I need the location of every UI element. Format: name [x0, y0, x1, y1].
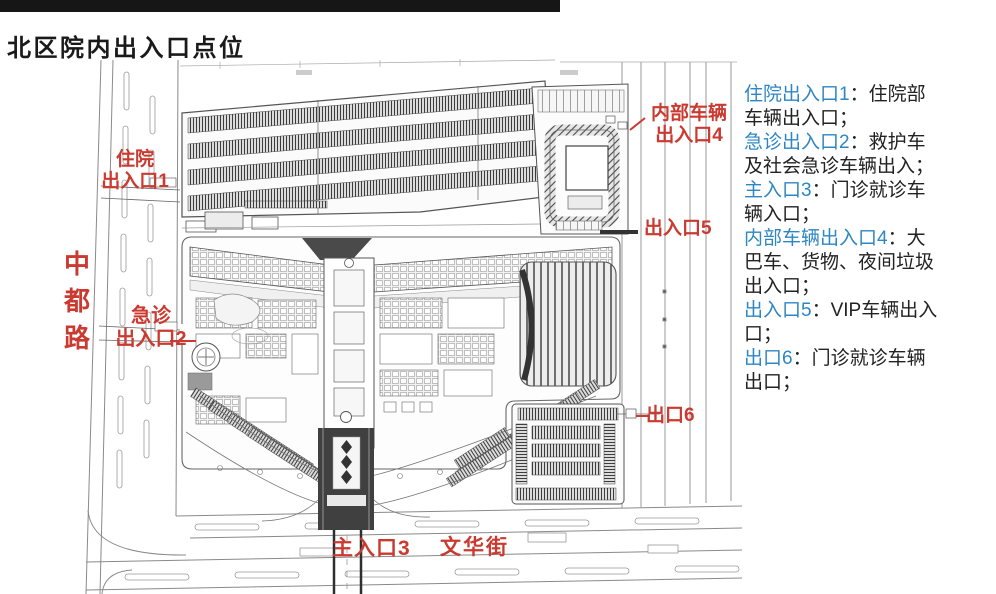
legend-entry-gate1: 住院出入口1：住院部车辆出入口； [744, 83, 940, 131]
south-road [85, 505, 743, 591]
west-road-lane-dashes [116, 71, 156, 489]
legend-desc: ：门诊就诊车辆入口； [744, 180, 926, 225]
hospital-complex [177, 236, 621, 470]
legend-entry-gate6: 出口6：门诊就诊车辆出口； [744, 347, 940, 395]
southeast-parking-block [511, 403, 625, 505]
map-label-gate4: 内部车辆 出入口4 [650, 103, 727, 147]
legend-label: 主入口3 [744, 180, 812, 201]
main-entrance-axis [261, 411, 431, 594]
legend-label: 内部车辆出入口4 [744, 228, 888, 249]
gate-marks [98, 117, 660, 419]
west-road [85, 59, 187, 594]
legend-entry-gate4: 内部车辆出入口4：大巴车、货物、夜间垃圾出入口； [744, 227, 940, 299]
map-label-gate6: 出口6 [646, 405, 695, 426]
map-label-gate5: 出入口5 [644, 218, 712, 239]
map-label-street-south: 文华街 [440, 536, 509, 559]
map-label-gate1: 住院 出入口1 [101, 149, 169, 193]
legend-entry-gate5: 出入口5：VIP车辆出入口； [744, 299, 940, 347]
legend-label: 住院出入口1 [744, 84, 850, 105]
page-title: 北区院内出入口点位 [7, 35, 246, 62]
dimension-lines [179, 59, 737, 75]
legend-desc: ：住院部车辆出入口； [744, 84, 926, 129]
legend-desc: ：大巴车、货物、夜间垃圾出入口； [744, 228, 935, 297]
map-label-gate2: 急诊 出入口2 [115, 305, 187, 351]
legend: 住院出入口1：住院部车辆出入口； 急诊出入口2：救护车及社会急诊车辆出入； 主入… [744, 83, 940, 395]
northwest-parking-block [181, 80, 553, 233]
northeast-service-block [531, 83, 629, 235]
top-black-bar [0, 0, 560, 12]
legend-label: 出口6 [744, 348, 793, 369]
map-label-road-west: 中 都 路 [63, 249, 90, 353]
legend-entry-gate2: 急诊出入口2：救护车及社会急诊车辆出入； [744, 131, 940, 179]
legend-desc: ：门诊就诊车辆出口； [744, 348, 926, 393]
legend-label: 出入口5 [744, 300, 812, 321]
legend-entry-gate3: 主入口3：门诊就诊车辆入口； [744, 179, 940, 227]
map-label-gate3: 主入口3 [332, 537, 411, 560]
south-road-lane-dashes [124, 517, 740, 581]
legend-desc: ：救护车及社会急诊车辆出入； [744, 132, 935, 177]
legend-desc: ：VIP车辆出入口； [744, 300, 938, 345]
legend-label: 急诊出入口2 [744, 132, 850, 153]
